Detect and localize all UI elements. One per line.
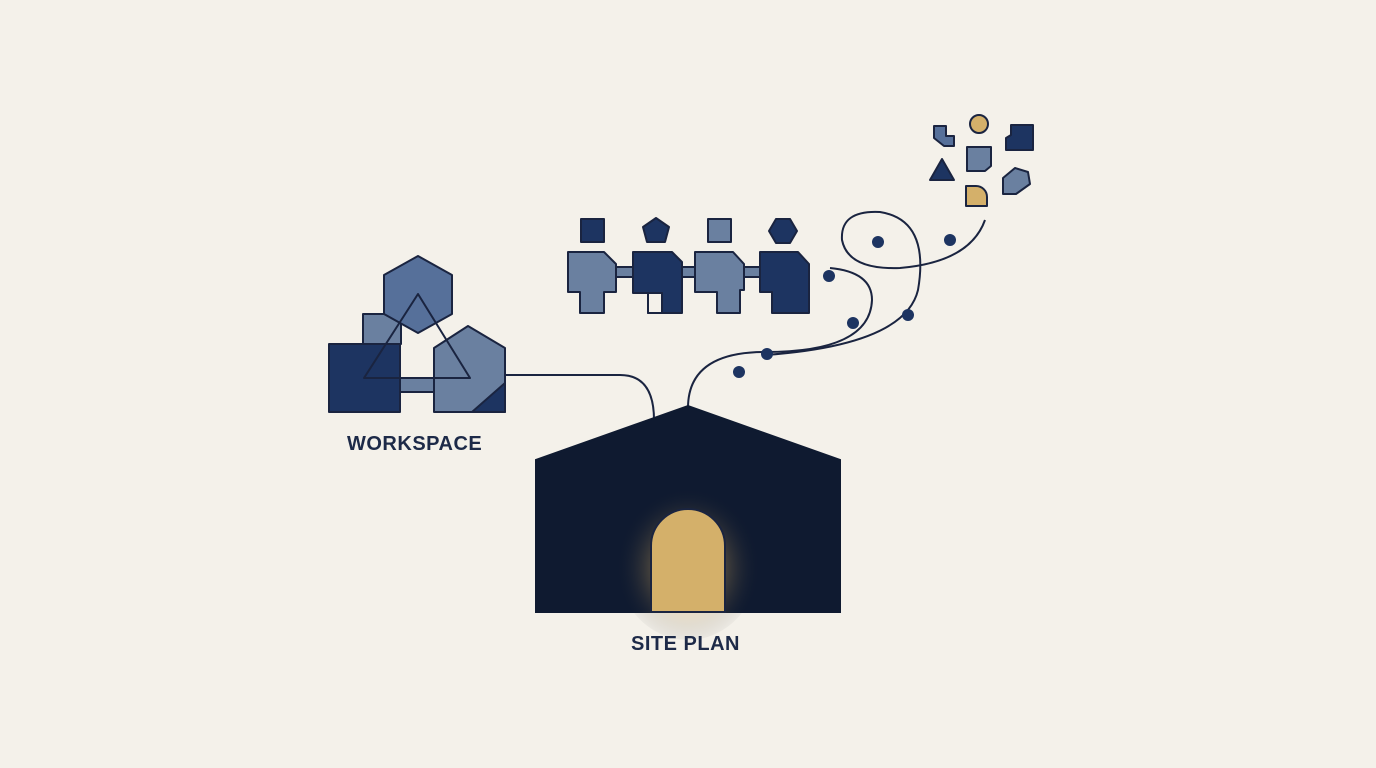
workspace-label: WORKSPACE	[347, 433, 483, 455]
figure-head-pentagon	[642, 217, 670, 243]
workspace-pentagon-corner	[471, 382, 506, 413]
flow-connector-main	[687, 267, 874, 409]
scatter-triangle	[929, 158, 955, 181]
figure-body	[694, 251, 745, 314]
flow-dot	[872, 236, 884, 248]
flow-dot	[847, 317, 859, 329]
figure-row	[567, 217, 810, 314]
scattered-shapes	[929, 114, 1034, 207]
workspace-shapes	[328, 255, 506, 413]
figure-head-square	[707, 218, 732, 243]
flow-dots	[733, 234, 956, 378]
workspace-connector-bar	[397, 377, 439, 393]
workspace-triangle-outline	[363, 293, 471, 379]
workspace-connector	[505, 374, 655, 421]
scatter-gold-circle	[969, 114, 989, 134]
figure-body	[632, 251, 683, 314]
flow-dot	[761, 348, 773, 360]
figure-head-square	[580, 218, 605, 243]
flow-connector-loop	[764, 210, 986, 356]
scatter-slate-square	[966, 146, 992, 172]
figure-body	[567, 251, 617, 314]
site-plan-building	[535, 404, 841, 640]
scatter-navy-square	[1005, 124, 1034, 151]
flow-dot	[733, 366, 745, 378]
flow-dot	[944, 234, 956, 246]
flow-dot	[823, 270, 835, 282]
scatter-cut-square	[933, 125, 955, 147]
figure-body	[759, 251, 810, 314]
scatter-slate-blob	[1002, 167, 1031, 195]
figure-body-notch	[647, 292, 663, 314]
flow-dot	[902, 309, 914, 321]
figure-head-hexagon	[768, 218, 798, 244]
connector-lines	[505, 210, 986, 421]
site-plan-label: SITE PLAN	[631, 633, 740, 655]
scatter-gold-quarter	[965, 185, 988, 207]
building-door	[650, 508, 726, 613]
